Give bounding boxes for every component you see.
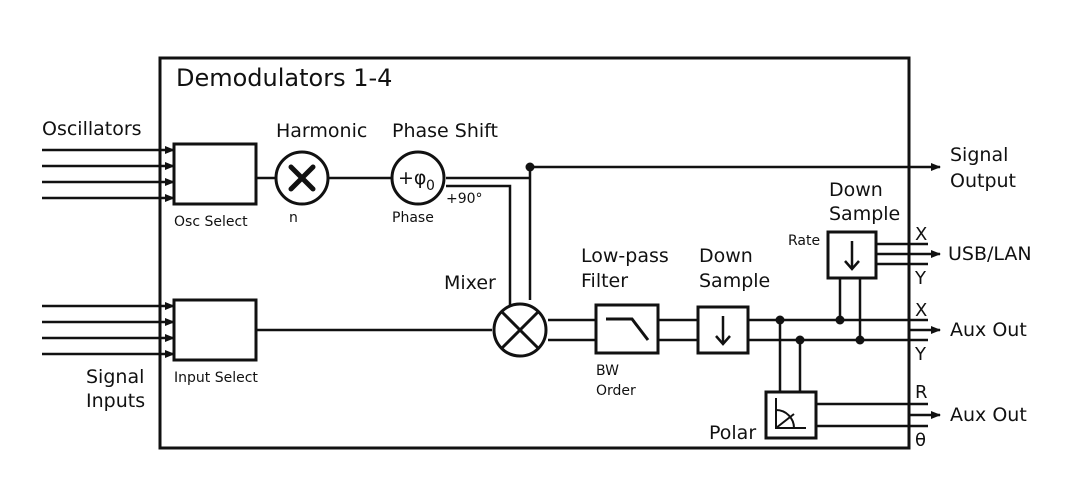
harmonic-label: Harmonic [276, 120, 367, 142]
phase-symbol: +φ [398, 167, 426, 189]
lowpass-label-line1: Low-pass [581, 245, 669, 267]
signal-wires [256, 167, 928, 428]
signal-output-label-line2: Output [950, 170, 1016, 192]
downsample1-label-line1: Down [699, 245, 753, 267]
multiply-icon [274, 150, 330, 206]
signal-input-lines [42, 302, 175, 358]
mixer-label: Mixer [444, 272, 496, 294]
harmonic-param: n [289, 210, 298, 226]
osc-select-block [172, 142, 258, 206]
usb-y-label: Y [914, 268, 927, 289]
signal-inputs-label-line1: Signal [86, 366, 144, 388]
downsample2-param-rate: Rate [788, 233, 820, 249]
phase-shift-label: Phase Shift [392, 120, 498, 142]
aux-y-label: Y [914, 344, 927, 365]
downsample1-label-line2: Sample [699, 270, 770, 292]
downsample-block-2 [826, 230, 878, 280]
polar-block [764, 390, 818, 440]
polar-label: Polar [709, 422, 756, 444]
oscillators-label: Oscillators [42, 118, 142, 140]
aux-out-xy-label: Aux Out [950, 319, 1027, 341]
signal-inputs-label-line2: Inputs [86, 390, 145, 412]
lowpass-icon [606, 317, 650, 341]
lowpass-param-bw: BW [596, 363, 619, 379]
phase-shift-icon: +φ 0 [390, 150, 446, 206]
phase-param: Phase [392, 210, 434, 226]
output-arrows [530, 163, 941, 419]
aux-theta-label: θ [915, 430, 926, 451]
usb-x-label: X [915, 224, 927, 245]
oscillator-input-lines [42, 146, 175, 202]
aux-r-label: R [915, 382, 928, 403]
lowpass-label-line2: Filter [581, 270, 628, 292]
lowpass-param-order: Order [596, 383, 636, 399]
aux-x-label: X [915, 300, 927, 321]
mixer-icon [492, 302, 548, 358]
aux-out-rtheta-label: Aux Out [950, 404, 1027, 426]
downsample2-label-line2: Sample [829, 203, 900, 225]
junction-dots [525, 162, 865, 345]
down-arrow-icon [715, 335, 731, 346]
phase-symbol-subscript: 0 [426, 178, 435, 194]
diagram-title: Demodulators 1-4 [176, 64, 392, 92]
demodulator-frame [158, 56, 911, 450]
phase-90-label: +90° [446, 191, 483, 207]
signal-output-label-line1: Signal [950, 144, 1008, 166]
input-select-label: Input Select [174, 370, 258, 386]
downsample-block-1 [696, 305, 750, 355]
input-select-block [172, 298, 258, 362]
polar-icon [775, 398, 806, 429]
down-arrow-icon-2 [844, 260, 860, 271]
lowpass-filter-block [594, 303, 660, 355]
osc-select-label: Osc Select [174, 214, 248, 230]
downsample2-label-line1: Down [829, 179, 883, 201]
usb-lan-label: USB/LAN [948, 243, 1032, 265]
